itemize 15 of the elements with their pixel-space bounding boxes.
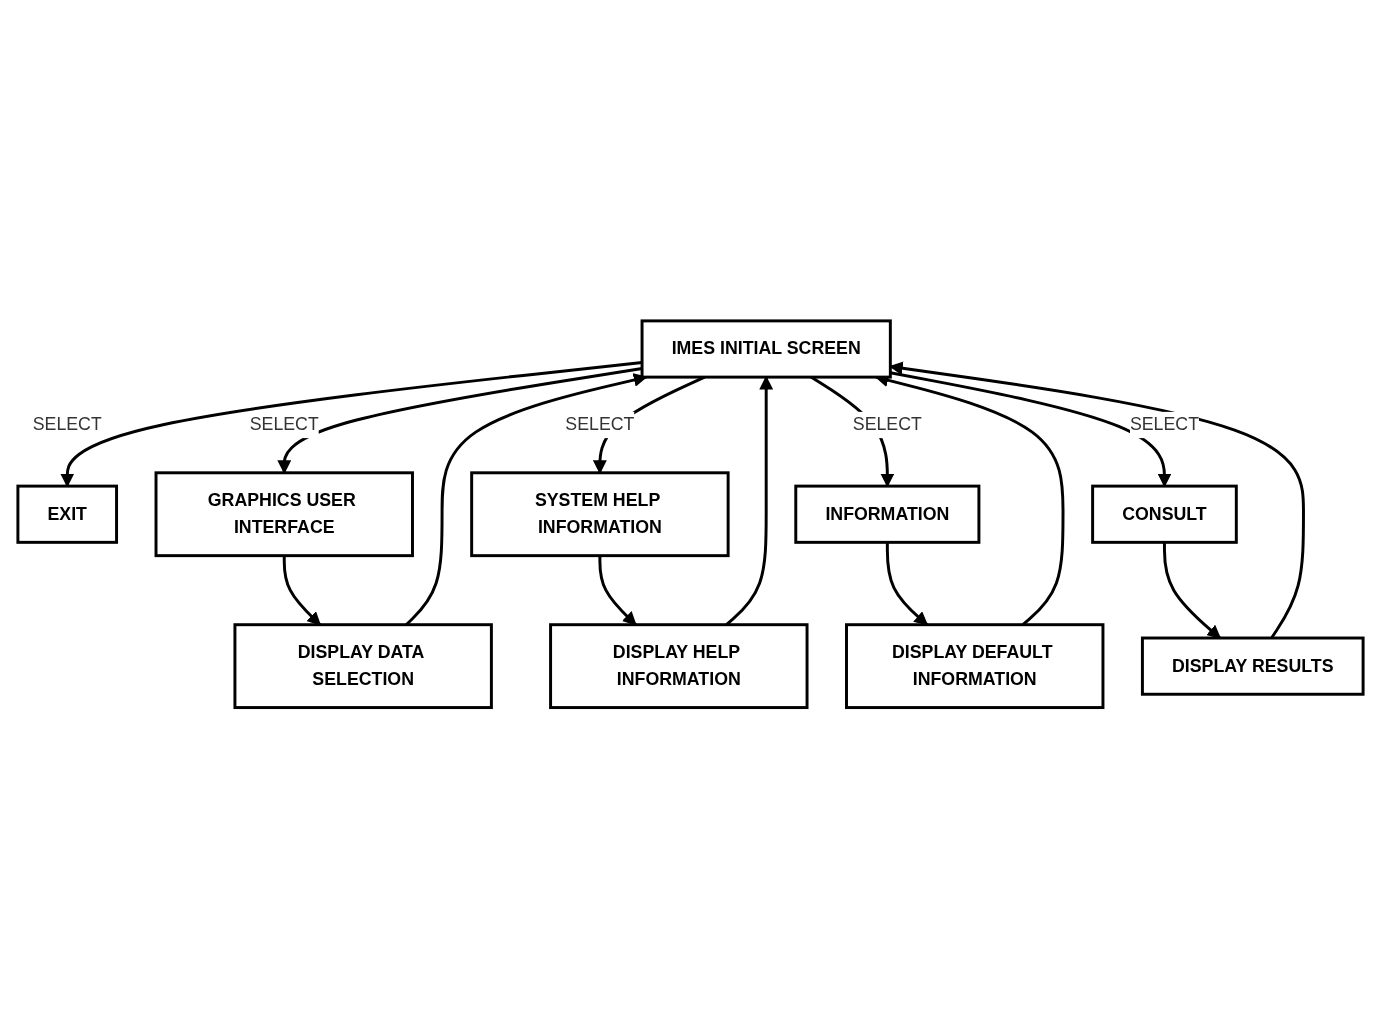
node-box: SYSTEM HELP INFORMATION: [470, 471, 730, 557]
node-box: EXIT: [16, 484, 119, 544]
edge-label: SELECT: [1129, 414, 1199, 435]
node-box: GRAPHICS USER INTERFACE: [154, 471, 414, 557]
node-box: DISPLAY DEFAULT INFORMATION: [845, 623, 1105, 709]
node-box: DISPLAY HELP INFORMATION: [549, 623, 809, 709]
node-box: IMES INITIAL SCREEN: [640, 319, 892, 379]
edge-label: SELECT: [852, 414, 922, 435]
edge-label: SELECT: [565, 414, 635, 435]
edge-label: SELECT: [249, 414, 319, 435]
node-box: CONSULT: [1091, 484, 1238, 544]
edge-label: SELECT: [32, 414, 102, 435]
node-box: DISPLAY DATA SELECTION: [233, 623, 493, 709]
node-box: DISPLAY RESULTS: [1140, 636, 1365, 696]
node-box: INFORMATION: [794, 484, 981, 544]
